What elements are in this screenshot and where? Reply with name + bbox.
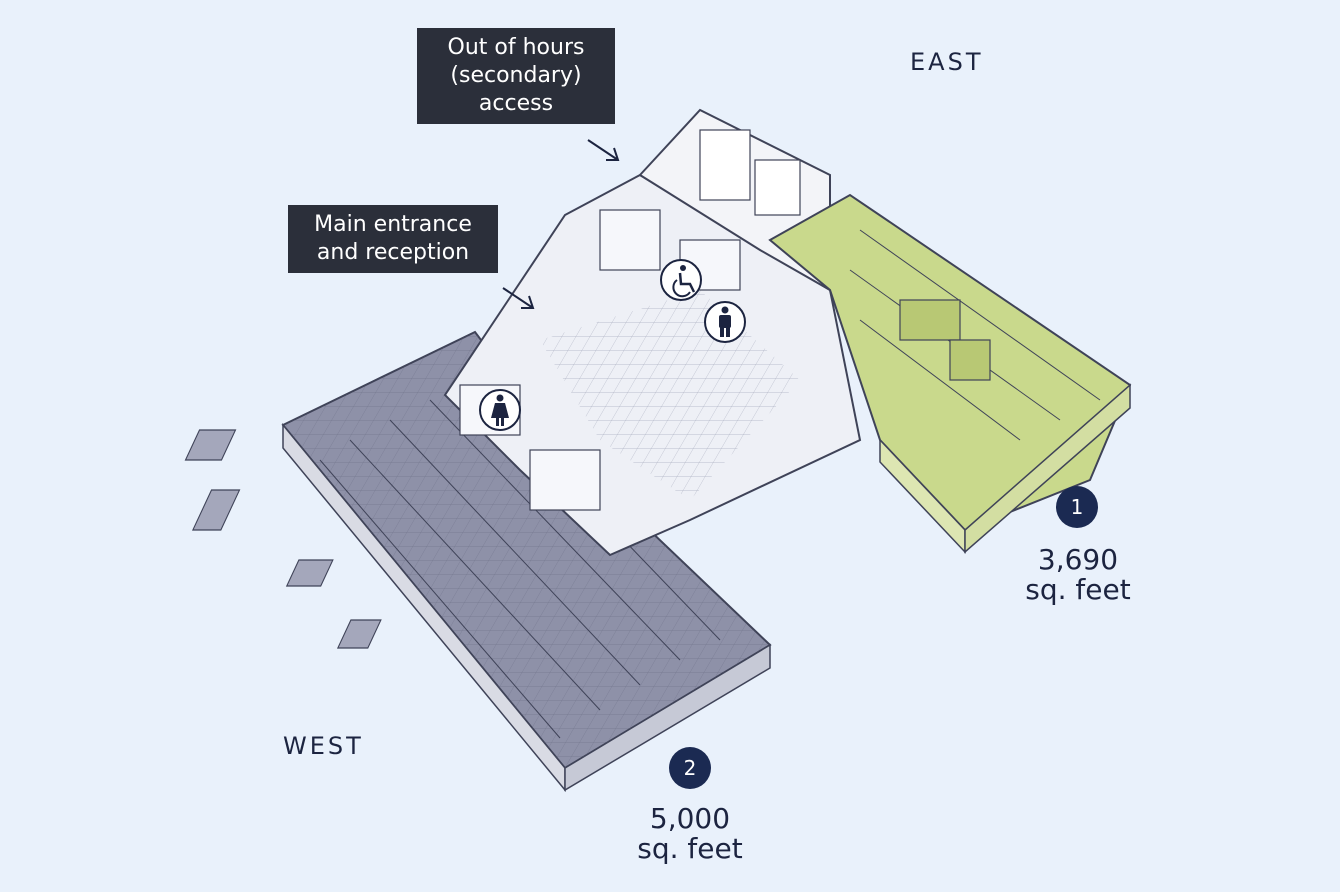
callout-line: (secondary) <box>450 63 582 88</box>
zone-2-area-value: 5,000 <box>649 802 731 835</box>
callout-line: Out of hours <box>447 35 585 60</box>
zone-1-area-unit: sq. feet <box>1025 573 1131 606</box>
callout-line: Main entrance <box>314 212 472 237</box>
zone-2-badge: 2 <box>669 747 711 789</box>
zone-1-badge: 1 <box>1056 486 1098 528</box>
compass-west: WEST <box>283 732 364 760</box>
east-wing <box>768 193 1132 554</box>
zone-1-area: 3,690 sq. feet <box>998 545 1158 605</box>
out-of-hours-callout: Out of hours (secondary) access <box>417 28 615 124</box>
male-toilet-icon <box>704 301 746 343</box>
main-entrance-callout: Main entrance and reception <box>288 205 498 273</box>
compass-east: EAST <box>910 48 984 76</box>
accessible-toilet-icon <box>660 259 702 301</box>
zone-2-area-unit: sq. feet <box>637 832 743 865</box>
callout-line: and reception <box>316 240 470 265</box>
arrows <box>502 139 620 309</box>
female-toilet-icon <box>479 389 521 431</box>
main-entrance-arrowhead <box>521 295 535 309</box>
zone-2-area: 5,000 sq. feet <box>610 804 770 864</box>
zone-1-area-value: 3,690 <box>1037 543 1119 576</box>
out-of-hours-arrow <box>587 139 619 161</box>
main-entrance-arrow <box>502 287 534 309</box>
out-of-hours-arrowhead <box>606 147 620 161</box>
callout-line: access <box>478 91 554 116</box>
